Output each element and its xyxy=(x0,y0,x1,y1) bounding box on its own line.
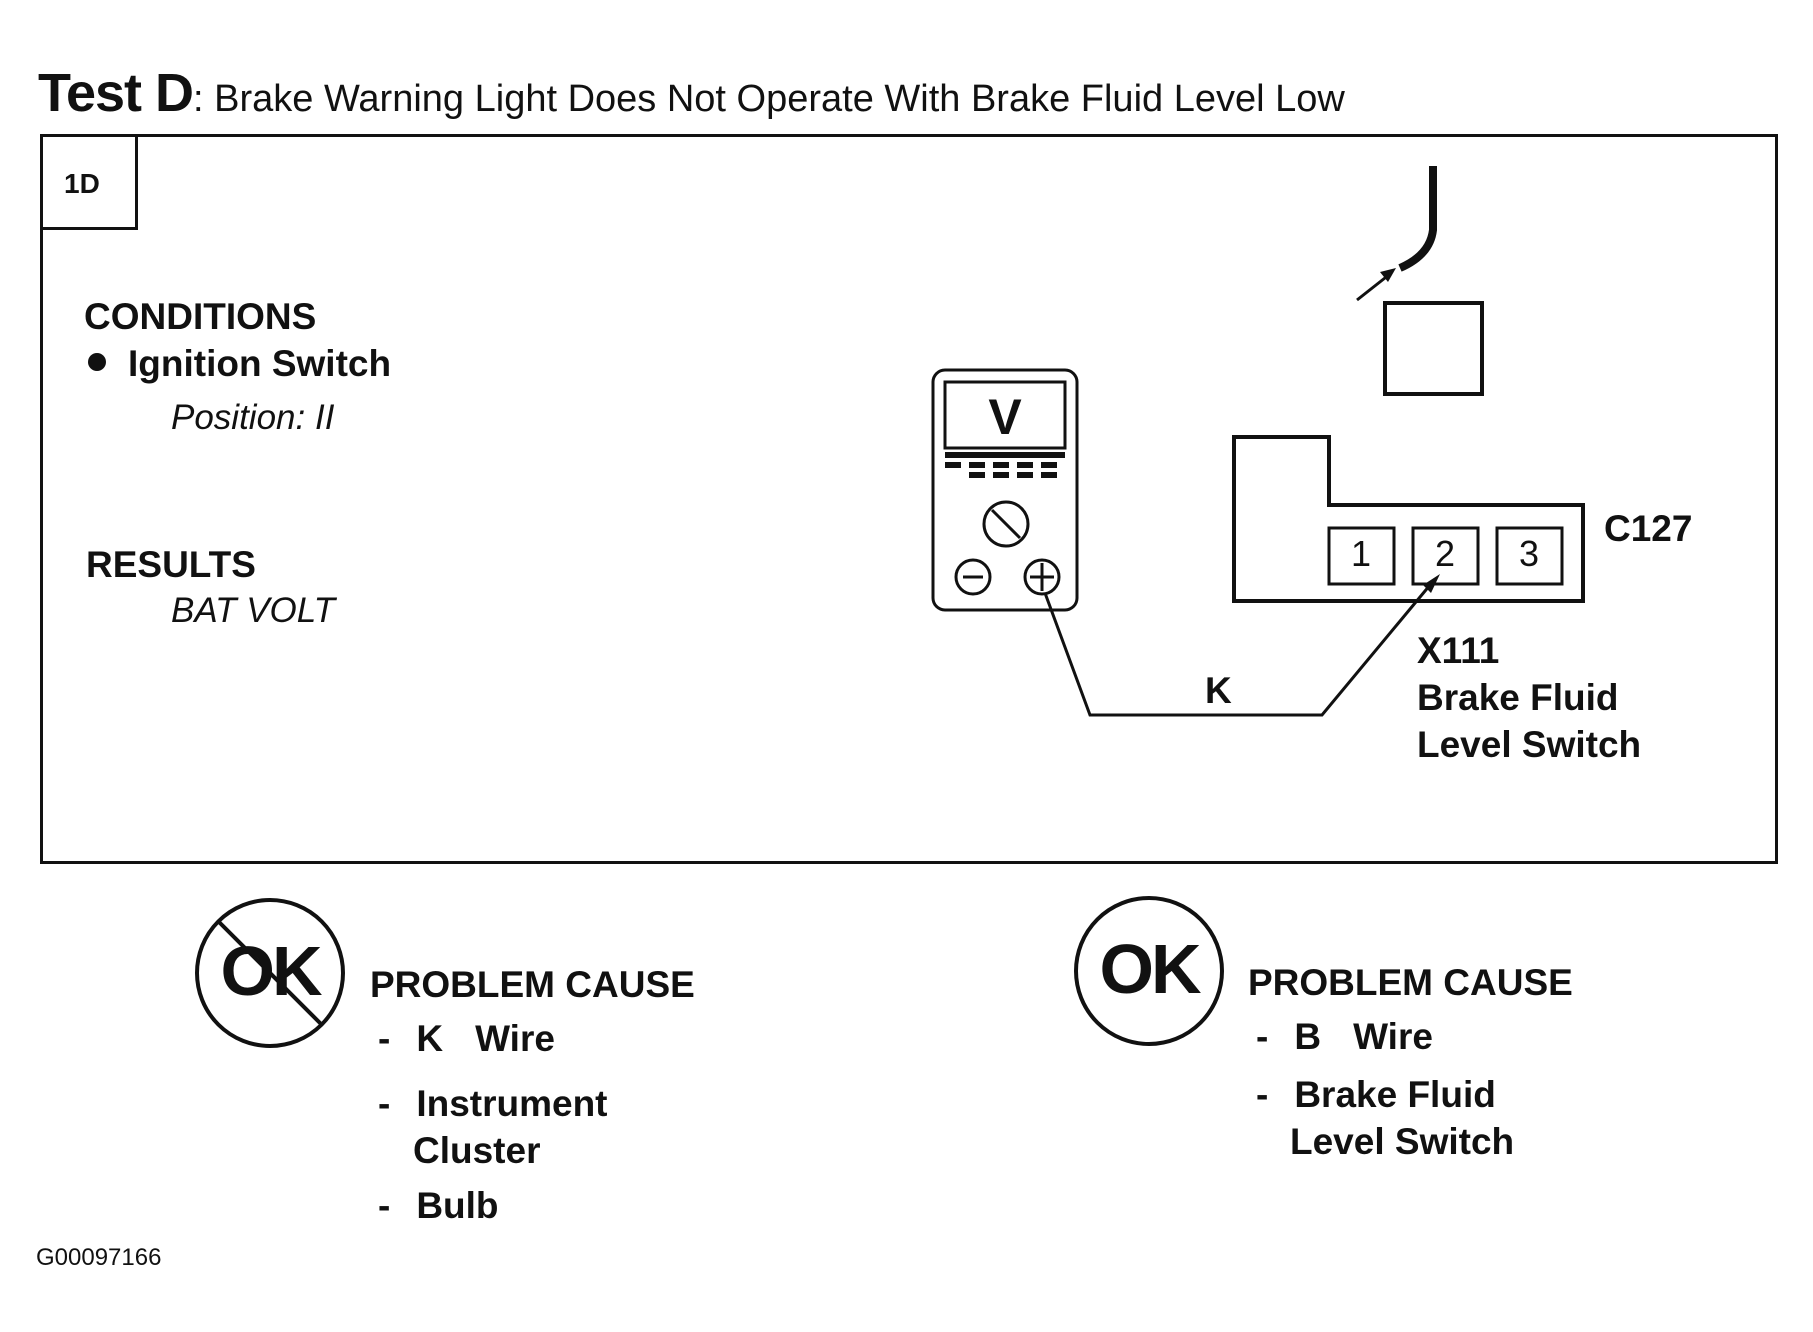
ok-cause-1-code: B xyxy=(1294,1016,1322,1057)
figure-id: G00097166 xyxy=(36,1244,162,1271)
fluid-switch-icon xyxy=(1356,166,1484,396)
bullet-icon xyxy=(88,353,106,372)
results-heading: RESULTS xyxy=(86,544,256,585)
test-description: : Brake Warning Light Does Not Operate W… xyxy=(193,78,1345,120)
ok-cause-1-text: Wire xyxy=(1353,1016,1433,1057)
not-ok-cause-3-text: Bulb xyxy=(416,1185,499,1226)
not-ok-cause-1-code: K xyxy=(416,1018,444,1059)
connector-icon xyxy=(1232,435,1585,603)
pin-3-label: 3 xyxy=(1518,533,1540,574)
conditions-item-text: Ignition Switch xyxy=(128,343,392,384)
conditions-item: Ignition Switch xyxy=(88,343,391,385)
ok-cause-2-line2: Level Switch xyxy=(1290,1121,1515,1162)
pin-2-label: 2 xyxy=(1434,533,1456,574)
ok-symbol-text: OK xyxy=(1099,930,1202,1008)
step-box: 1D xyxy=(40,134,138,230)
pin-1-label: 1 xyxy=(1350,533,1372,574)
test-frame xyxy=(40,134,1778,864)
conditions-detail: Position: II xyxy=(171,398,335,437)
results-value: BAT VOLT xyxy=(171,591,336,630)
ok-icon xyxy=(1074,896,1224,1046)
not-ok-cause-2: -Instrument xyxy=(378,1083,608,1124)
component-name-line2: Level Switch xyxy=(1417,724,1642,765)
probe-wire xyxy=(1043,584,1432,717)
not-ok-cause-2-line1: Instrument xyxy=(416,1083,608,1124)
not-ok-cause-2-line2: Cluster xyxy=(413,1130,541,1171)
conditions-heading: CONDITIONS xyxy=(84,296,317,337)
step-label: 1D xyxy=(64,168,100,199)
test-label: Test D xyxy=(38,63,194,123)
meter-display: V xyxy=(988,389,1022,445)
component-id: X111 xyxy=(1417,630,1500,671)
connector-name: C127 xyxy=(1604,508,1693,549)
ok-cause-2: -Brake Fluid xyxy=(1256,1074,1496,1115)
ok-heading: PROBLEM CAUSE xyxy=(1248,962,1573,1003)
not-ok-cause-1-text: Wire xyxy=(475,1018,555,1059)
page-title: Test D: Brake Warning Light Does Not Ope… xyxy=(38,62,1345,124)
ok-cause-2-line1: Brake Fluid xyxy=(1294,1074,1496,1115)
component-name-line1: Brake Fluid xyxy=(1417,677,1619,718)
not-ok-cause-3: -Bulb xyxy=(378,1185,499,1226)
wire-label: K xyxy=(1205,670,1232,711)
not-ok-heading: PROBLEM CAUSE xyxy=(370,964,695,1005)
not-ok-symbol-text: OK xyxy=(220,932,323,1010)
not-ok-icon xyxy=(195,898,345,1048)
multimeter-icon xyxy=(931,368,1079,612)
